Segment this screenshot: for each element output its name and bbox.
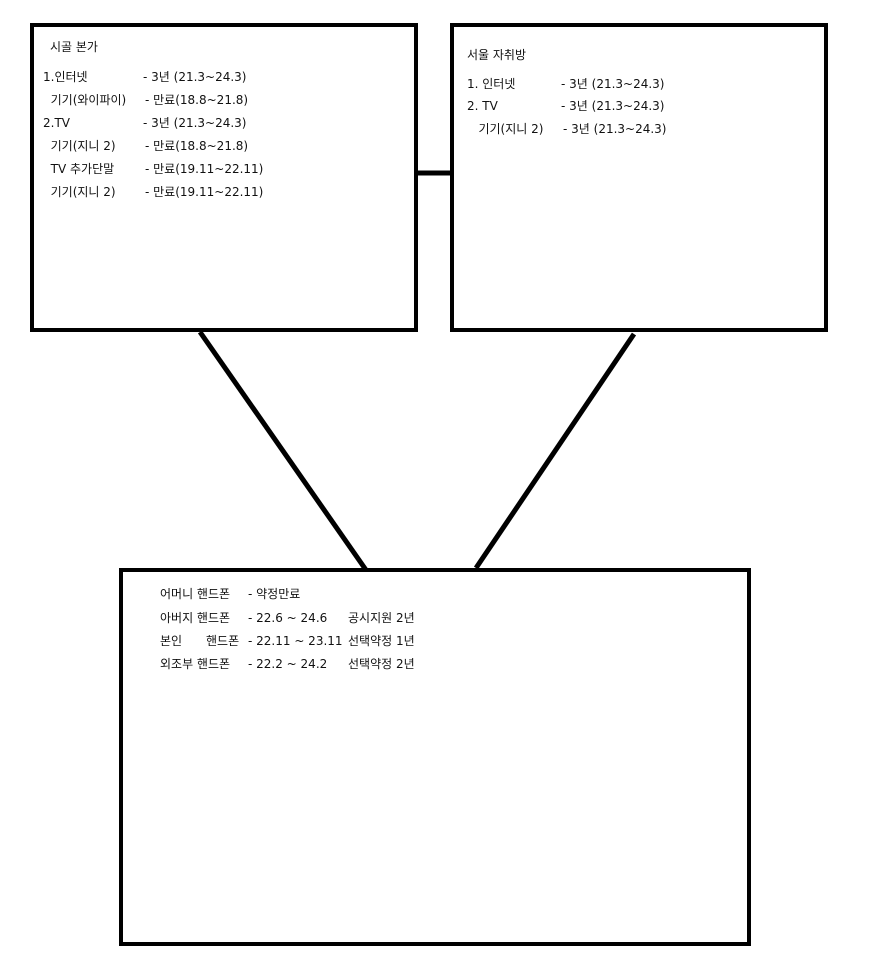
- left-box-title: 시골 본가: [50, 40, 98, 54]
- bottom-line-1-value: - 약정만료: [248, 587, 301, 601]
- left-line-3-label: 2.TV: [43, 116, 70, 130]
- connector-left-bottom: [197, 330, 369, 572]
- bottom-line-3-value: - 22.11 ~ 23.11: [248, 634, 343, 648]
- box-countryside-home: [30, 23, 418, 332]
- right-line-2-label: 2. TV: [467, 99, 498, 113]
- left-line-4-value: - 만료(18.8~21.8): [145, 139, 249, 153]
- left-line-6-value: - 만료(19.11~22.11): [145, 185, 264, 199]
- left-line-1-label: 1.인터넷: [43, 70, 88, 84]
- bottom-line-3-label: 본인: [160, 634, 183, 648]
- left-line-5-value: - 만료(19.11~22.11): [145, 162, 264, 176]
- left-line-2-value: - 만료(18.8~21.8): [145, 93, 249, 107]
- bottom-line-4-extra: 선택약정 2년: [348, 657, 415, 671]
- right-line-3-value: - 3년 (21.3~24.3): [563, 122, 667, 136]
- right-line-2-value: - 3년 (21.3~24.3): [561, 99, 665, 113]
- right-line-1-value: - 3년 (21.3~24.3): [561, 77, 665, 91]
- left-line-6-label: 기기(지니 2): [43, 185, 116, 199]
- connector-right-bottom: [473, 332, 637, 570]
- box-seoul-studio: [450, 23, 828, 332]
- bottom-line-2-value: - 22.6 ~ 24.6: [248, 611, 328, 625]
- bottom-line-2-extra: 공시지원 2년: [348, 611, 415, 625]
- bottom-line-3-label2: 핸드폰: [206, 634, 240, 648]
- left-line-3-value: - 3년 (21.3~24.3): [143, 116, 247, 130]
- bottom-line-1-label: 어머니 핸드폰: [160, 587, 231, 601]
- bottom-line-3-extra: 선택약정 1년: [348, 634, 415, 648]
- bottom-line-2-label: 아버지 핸드폰: [160, 611, 231, 625]
- left-line-2-label: 기기(와이파이): [43, 93, 127, 107]
- left-line-4-label: 기기(지니 2): [43, 139, 116, 153]
- right-box-title: 서울 자취방: [467, 48, 527, 62]
- box-family-phones: [119, 568, 751, 946]
- right-line-1-label: 1. 인터넷: [467, 77, 516, 91]
- right-line-3-label: 기기(지니 2): [467, 122, 544, 136]
- left-line-1-value: - 3년 (21.3~24.3): [143, 70, 247, 84]
- bottom-line-4-value: - 22.2 ~ 24.2: [248, 657, 328, 671]
- left-line-5-label: TV 추가단말: [43, 162, 115, 176]
- bottom-line-4-label: 외조부 핸드폰: [160, 657, 231, 671]
